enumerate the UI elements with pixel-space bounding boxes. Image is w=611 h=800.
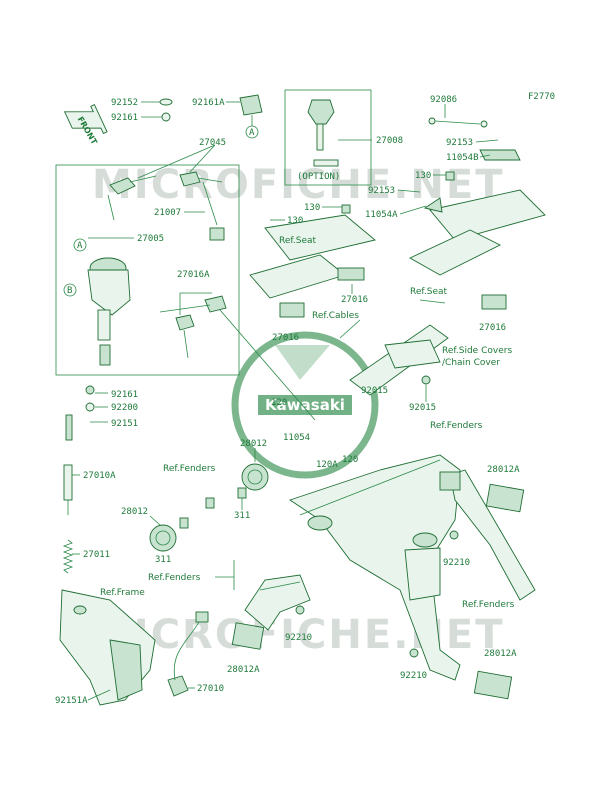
logo-text: Kawasaki <box>265 396 345 414</box>
ref-chain-cover: /Chain Cover <box>442 358 500 368</box>
label-92151: 92151 <box>111 419 138 429</box>
label-92153-top: 92153 <box>446 138 473 148</box>
label-92200: 92200 <box>111 403 138 413</box>
callout-a-top: A <box>249 128 255 138</box>
label-92161-bottom: 92161 <box>111 390 138 400</box>
cylinder-21007 <box>209 227 225 241</box>
label-130-left: 130 <box>287 216 303 226</box>
kawasaki-logo: Kawasaki <box>231 331 379 479</box>
reflector-28012A-bottom <box>473 670 513 700</box>
label-311-left: 311 <box>155 555 171 565</box>
spring-27011 <box>62 539 74 574</box>
label-27011: 27011 <box>83 550 110 560</box>
label-28012A-bottom: 28012A <box>484 649 517 659</box>
label-92161-top: 92161 <box>111 113 138 123</box>
bracket-27016-a <box>279 302 305 318</box>
label-27005: 27005 <box>137 234 164 244</box>
switch-27010A <box>63 414 73 515</box>
label-130-top: 130 <box>415 171 431 181</box>
label-92210-center: 92210 <box>285 633 312 643</box>
label-120-top: 120 <box>271 398 287 408</box>
label-27008: 27008 <box>376 136 403 146</box>
fender-bracket-right <box>439 469 536 601</box>
switch-27010 <box>167 611 209 697</box>
reflector-28012-top <box>241 463 269 491</box>
label-92161A: 92161A <box>192 98 225 108</box>
label-28012A-right: 28012A <box>487 465 520 475</box>
label-92151A: 92151A <box>55 696 88 706</box>
fender-bracket-left <box>244 574 311 631</box>
label-27016-left: 27016 <box>272 333 299 343</box>
reflector-28012-left <box>149 524 177 552</box>
label-92210-bottom: 92210 <box>400 671 427 681</box>
label-130-mid: 130 <box>304 203 320 213</box>
cable-11054 <box>219 309 316 421</box>
lock-set-box <box>55 164 240 376</box>
ref-side-covers: Ref.Side Covers <box>442 346 512 356</box>
keys-27016A <box>159 295 227 359</box>
diagram-code: F2770 <box>528 92 555 102</box>
label-92210-right: 92210 <box>443 558 470 568</box>
reflector-28012A-right <box>485 483 525 513</box>
ref-frame: Ref.Frame <box>100 588 145 598</box>
label-27016-right: 27016 <box>479 323 506 333</box>
label-27010A: 27010A <box>83 471 116 481</box>
front-arrow: FRONT <box>63 103 108 147</box>
seat-bracket-center <box>249 214 376 299</box>
label-11054: 11054 <box>283 433 310 443</box>
label-120A: 120A <box>316 460 338 470</box>
keys-27045 <box>107 171 223 226</box>
ref-seat-center: Ref.Seat <box>279 236 317 246</box>
label-11054A: 11054A <box>365 210 398 220</box>
label-28012-left: 28012 <box>121 507 148 517</box>
label-28012-top: 28012 <box>240 439 267 449</box>
seat-bracket-right <box>409 149 546 276</box>
cable-bracket <box>339 299 449 396</box>
label-27016-center: 27016 <box>341 295 368 305</box>
option-label: (OPTION) <box>297 172 340 182</box>
ref-cables: Ref.Cables <box>312 311 359 321</box>
label-311-right: 311 <box>234 511 250 521</box>
rear-frame <box>288 454 461 681</box>
ref-fenders-right-bottom: Ref.Fenders <box>462 600 515 610</box>
cap-92161A <box>239 94 263 116</box>
grommets <box>85 171 459 658</box>
label-27016A: 27016A <box>177 270 210 280</box>
option-key-box <box>284 89 372 186</box>
ref-fenders-left: Ref.Fenders <box>148 573 201 583</box>
label-92015-right: 92015 <box>409 403 436 413</box>
washer-92152 <box>159 98 173 106</box>
label-92153-mid: 92153 <box>368 186 395 196</box>
bracket-27016-b <box>481 294 507 310</box>
option-key <box>307 99 339 167</box>
ref-fenders-right-top: Ref.Fenders <box>430 421 483 431</box>
label-21007: 21007 <box>154 208 181 218</box>
label-120-bottom: 120 <box>342 455 358 465</box>
label-28012A-left: 28012A <box>227 665 260 675</box>
callout-b-lock: B <box>67 286 72 296</box>
ref-seat-right: Ref.Seat <box>410 287 448 297</box>
lock-27005 <box>87 257 131 366</box>
label-11054B: 11054B <box>446 153 479 163</box>
label-92152: 92152 <box>111 98 138 108</box>
frame-bracket <box>59 589 156 706</box>
label-27010: 27010 <box>197 684 224 694</box>
label-92086: 92086 <box>430 95 457 105</box>
label-27045: 27045 <box>199 138 226 148</box>
callout-a-lock: A <box>77 241 83 251</box>
cap-92161 <box>161 112 171 122</box>
reflector-28012A-left <box>231 622 265 650</box>
cable-92086 <box>428 117 488 128</box>
label-92015-center: 92015 <box>361 386 388 396</box>
ref-fenders-center: Ref.Fenders <box>163 464 216 474</box>
